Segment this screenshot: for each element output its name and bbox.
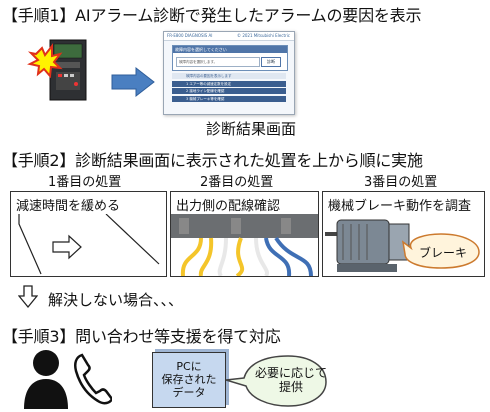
screen-result-list: 故障内容の要因を表示します 1 エアー等の減速定数を設定 2 接地ライン配線を確… [172, 73, 286, 103]
hollow-arrow-icon [52, 234, 82, 260]
screen-diagnose-button[interactable]: 診断 [261, 57, 281, 67]
screen-title-bar: FR-E800 DIAGNOSIS AI © 2021 Mitsubishi E… [164, 32, 294, 41]
person-phone-icon [24, 350, 112, 409]
down-arrow-icon [18, 285, 38, 309]
screen-selector-header: 故障内容を選択してください [173, 46, 287, 53]
measure-panel-decel: 減速時間を緩める [10, 191, 167, 277]
measure-panel-wiring: 出力側の配線確認 [170, 191, 319, 277]
bubble-text: 必要に応じて 提供 [254, 366, 327, 394]
measure-panel-brake: 機械ブレーキ動作を調査 ブレーキ [322, 191, 485, 277]
screen-result-row: 故障内容の要因を表示します [172, 73, 286, 79]
wiring-icon [171, 214, 318, 276]
screen-caption: 診断結果画面 [206, 120, 297, 138]
measure-caption-1: 1番目の処置 [48, 175, 122, 190]
phone-icon [74, 353, 112, 405]
screen-result-row[interactable]: 3 機械ブレーキ等を確認 [172, 95, 286, 102]
screen-copyright: © 2021 Mitsubishi Electric [237, 33, 290, 38]
step2-heading: 【手順2】診断結果画面に表示された処置を上から順に実施 [2, 151, 423, 170]
measure-title-2: 出力側の配線確認 [176, 199, 281, 214]
brake-callout-icon [401, 233, 480, 269]
inverter-alarm-icon [27, 39, 87, 101]
screen-alarm-selector: 故障内容を選択してください 故障内容を選択します。 診断 [172, 45, 288, 71]
screen-result-row[interactable]: 1 エアー等の減速定数を設定 [172, 80, 286, 87]
speech-bubble-icon [225, 355, 327, 407]
step3-heading: 【手順3】問い合わせ等支援を得て対応 [2, 327, 281, 346]
alarm-burst-icon [27, 43, 63, 79]
measure-title-3: 機械ブレーキ動作を調査 [328, 199, 472, 214]
screen-result-row[interactable]: 2 接地ライン配線を確認 [172, 88, 286, 94]
pc-data-text: PCに 保存された データ [161, 360, 217, 399]
diagnosis-result-screen: FR-E800 DIAGNOSIS AI © 2021 Mitsubishi E… [163, 31, 295, 115]
screen-alarm-input[interactable]: 故障内容を選択します。 [176, 57, 260, 67]
right-arrow-icon [111, 66, 155, 98]
motor-brake-icon [325, 219, 410, 272]
measure-title-1: 減速時間を緩める [16, 199, 121, 214]
measure-caption-2: 2番目の処置 [200, 175, 274, 190]
pc-data-box: PCに 保存された データ [152, 352, 226, 408]
brake-label: ブレーキ [419, 246, 468, 260]
decel-curve-icon [18, 214, 160, 275]
step1-heading: 【手順1】AIアラーム診断で発生したアラームの要因を表示 [2, 6, 422, 25]
unresolved-text: 解決しない場合、、、 [48, 291, 184, 309]
measure-caption-3: 3番目の処置 [364, 175, 438, 190]
screen-app-name: FR-E800 DIAGNOSIS AI [167, 33, 213, 38]
